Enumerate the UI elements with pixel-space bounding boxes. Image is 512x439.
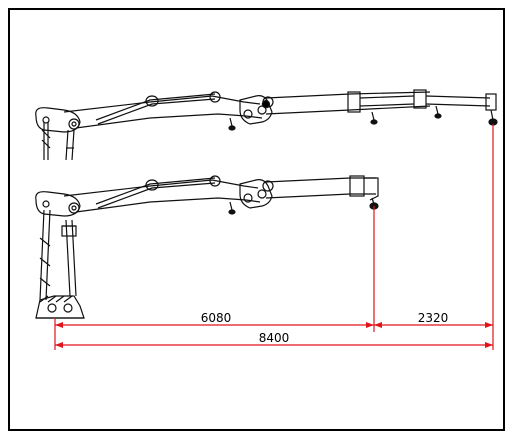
crane-extended: ⬤ [35,89,498,161]
dimension-lines [54,124,494,350]
arrow-icon [366,322,374,328]
dim-label-extension: 2320 [418,311,449,325]
arrow-icon [55,342,63,348]
dim-label-total: 8400 [259,331,290,345]
drawing-frame [8,8,505,431]
crane-retracted [35,175,379,319]
arrow-icon [485,322,493,328]
dim-label-inner: 6080 [201,311,232,325]
arrow-icon [485,342,493,348]
arrow-icon [374,322,382,328]
arrow-icon [55,322,63,328]
svg-text:⬤: ⬤ [262,100,270,108]
